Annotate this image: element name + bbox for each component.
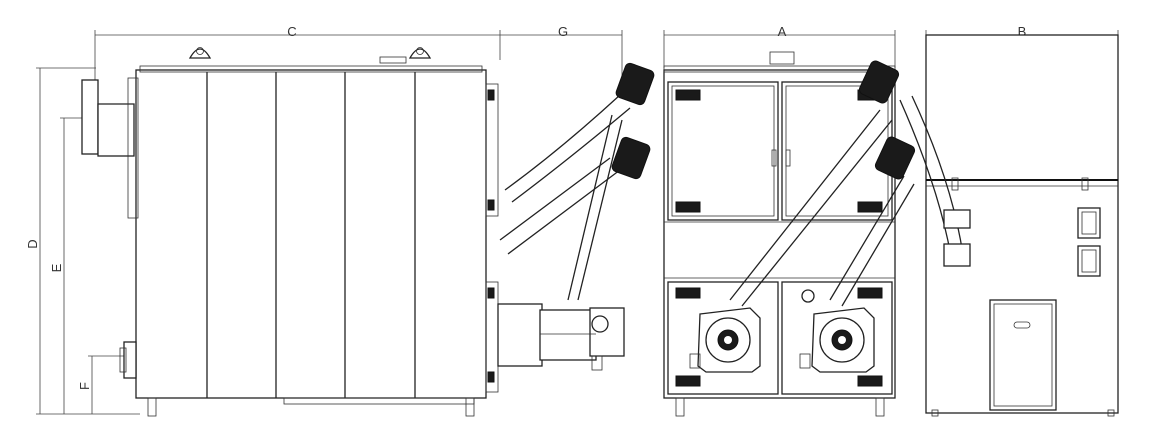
return-pipe-side: [119, 341, 137, 379]
dimension-label-e: E: [49, 263, 64, 272]
dimension-line-g: [500, 30, 623, 82]
door-hinges-side: [485, 83, 499, 393]
hopper-feeder-tubes: [899, 95, 971, 267]
feeder-tube-side: [499, 94, 631, 301]
lifting-lug: [379, 47, 432, 64]
dimension-label-b: B: [1018, 24, 1027, 39]
dimension-line-f: [88, 355, 124, 414]
feeder-motor-side: [611, 62, 655, 180]
dimension-label-d: D: [25, 239, 40, 248]
upper-door-right: [771, 81, 893, 221]
hopper-door: [989, 299, 1057, 411]
boiler-body-side: [127, 65, 487, 399]
hopper-view: B: [899, 24, 1119, 417]
dimension-line-e: [60, 117, 96, 414]
flue-outlet: [81, 79, 135, 157]
boiler-feet-front: [675, 397, 885, 417]
dimension-line-d: [36, 67, 140, 415]
feeder-tube-front: [729, 109, 915, 307]
dimension-line-a: [663, 30, 896, 68]
burner-front-right: [799, 307, 875, 373]
burner-side: [497, 303, 625, 371]
dimension-label-c: C: [287, 24, 296, 39]
burner-front-left: [689, 307, 761, 373]
dimension-label-f: F: [77, 382, 92, 390]
hopper-inspection-hatch: [1077, 207, 1101, 277]
dimension-label-g: G: [558, 24, 568, 39]
feeder-motor-front: [858, 60, 916, 180]
hopper-feet: [931, 409, 1115, 417]
front-view: A: [663, 24, 916, 417]
boiler-feet-side: [147, 397, 475, 417]
upper-door-left: [667, 81, 779, 221]
lifting-lug: [188, 47, 212, 59]
side-view: C G D E F: [25, 24, 655, 417]
dimension-label-a: A: [778, 24, 787, 39]
